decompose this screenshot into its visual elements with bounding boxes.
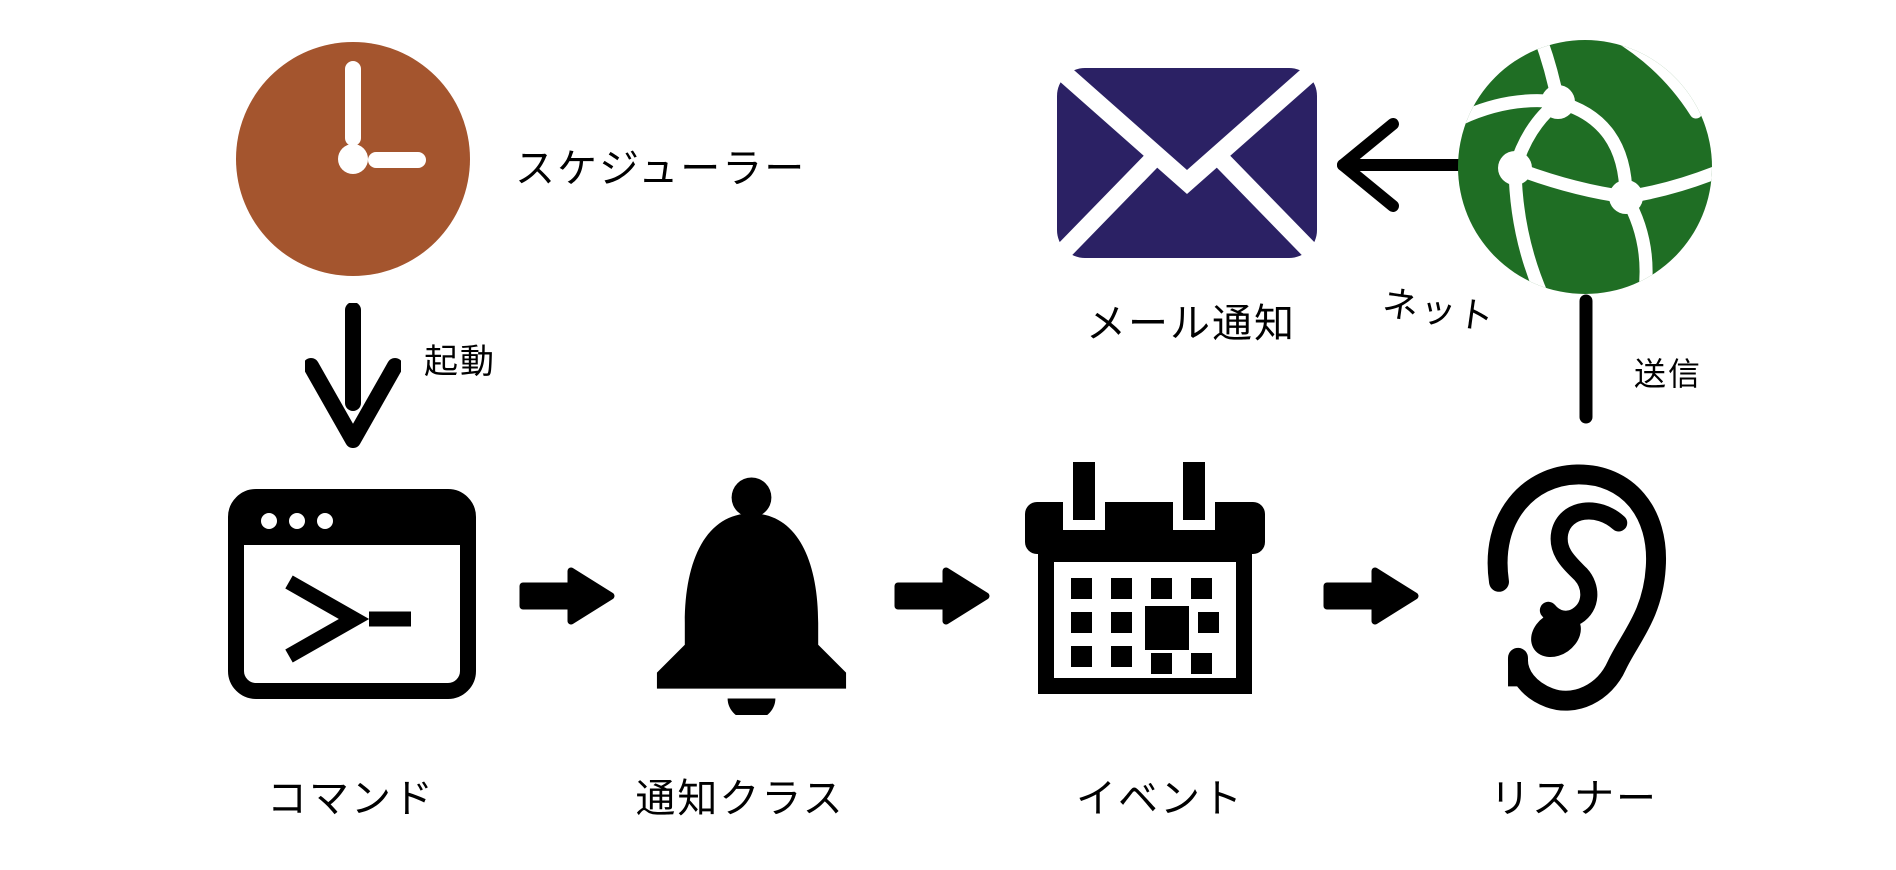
net-to-mail-arrow-left-icon [1337,118,1465,212]
notification-class-label: 通知クラス [635,777,845,821]
ear-icon [1487,464,1666,711]
bell-icon [656,477,847,715]
flow-arrow-right-icon [519,567,615,625]
terminal-window-icon [228,489,476,699]
globe-network-icon [1458,40,1712,294]
scheduler-label: スケジューラー [515,147,807,191]
send-line [1579,294,1593,424]
clock-icon [236,42,470,276]
calendar-icon [1025,462,1265,694]
launch-label: 起動 [424,343,496,381]
flow-arrow-right-icon [1323,567,1419,625]
send-label: 送信 [1634,356,1703,392]
launch-arrow-down-icon [305,303,401,448]
listener-label: リスナー [1490,777,1658,821]
command-label: コマンド [267,777,435,821]
flow-arrow-right-icon [894,567,990,625]
event-label: イベント [1076,777,1244,821]
mail-notification-label: メール通知 [1086,302,1296,346]
envelope-icon [1057,68,1317,258]
